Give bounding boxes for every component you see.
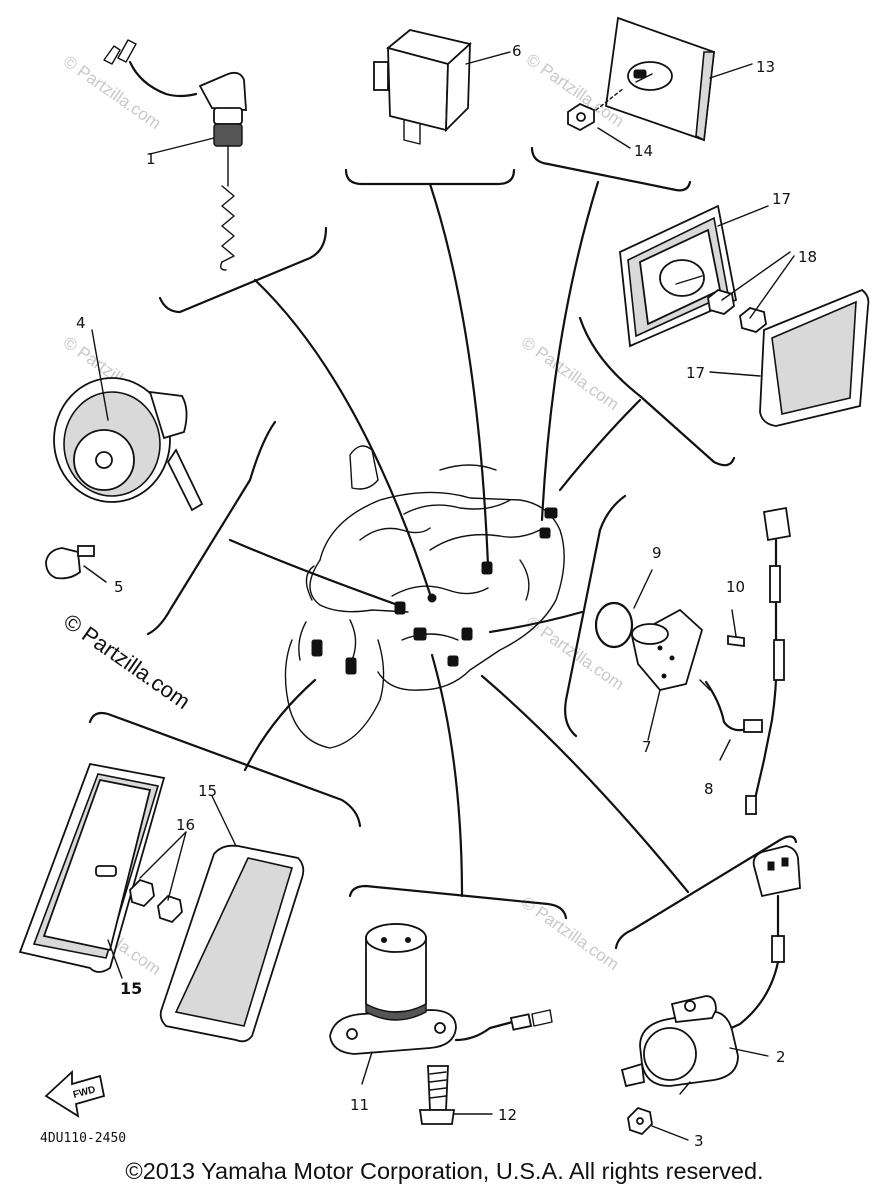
callout-6: 6 xyxy=(512,42,522,60)
part-horn xyxy=(45,329,204,583)
fwd-arrow: FWD xyxy=(44,1069,106,1118)
callout-17a: 17 xyxy=(772,190,791,208)
part-oil-switch xyxy=(329,923,553,1125)
motorcycle-frame xyxy=(284,445,565,749)
copyright-notice: ©2013 Yamaha Motor Corporation, U.S.A. A… xyxy=(125,1158,764,1184)
callout-12: 12 xyxy=(498,1106,517,1124)
part-front-reflector xyxy=(18,762,305,1043)
part-rear-reflector xyxy=(567,16,753,149)
part-code: 4DU110-2450 xyxy=(40,1131,126,1146)
watermark-text: © Partzilla.com xyxy=(518,333,623,414)
callout-14: 14 xyxy=(634,142,653,160)
callout-3: 3 xyxy=(694,1132,704,1150)
callout-4: 4 xyxy=(76,314,86,332)
callout-9: 9 xyxy=(652,544,662,562)
callout-17b: 17 xyxy=(686,364,705,382)
leader-curves xyxy=(228,180,690,898)
watermark-large: © Partzilla.com xyxy=(59,609,195,715)
part-side-reflector xyxy=(619,204,870,427)
callout-5: 5 xyxy=(114,578,124,596)
callout-18: 18 xyxy=(798,248,817,266)
callout-10: 10 xyxy=(726,578,745,596)
callout-1: 1 xyxy=(146,150,156,168)
part-solenoid xyxy=(620,845,801,1141)
callout-11: 11 xyxy=(350,1096,369,1114)
callout-numbers: 1 2 3 4 5 6 7 8 9 10 11 12 13 14 15 15 1… xyxy=(76,42,817,1150)
callout-15b: 15 xyxy=(120,979,142,998)
callout-13: 13 xyxy=(756,58,775,76)
callout-16: 16 xyxy=(176,816,195,834)
part-relay xyxy=(373,29,511,145)
callout-15a: 15 xyxy=(198,782,217,800)
callout-2: 2 xyxy=(776,1048,786,1066)
part-switch-lead xyxy=(103,39,247,271)
group-brackets xyxy=(88,146,798,950)
callout-8: 8 xyxy=(704,780,714,798)
callout-7: 7 xyxy=(642,738,652,756)
watermark-text: © Partzilla.com xyxy=(518,893,623,974)
part-sender-wire xyxy=(594,506,792,815)
